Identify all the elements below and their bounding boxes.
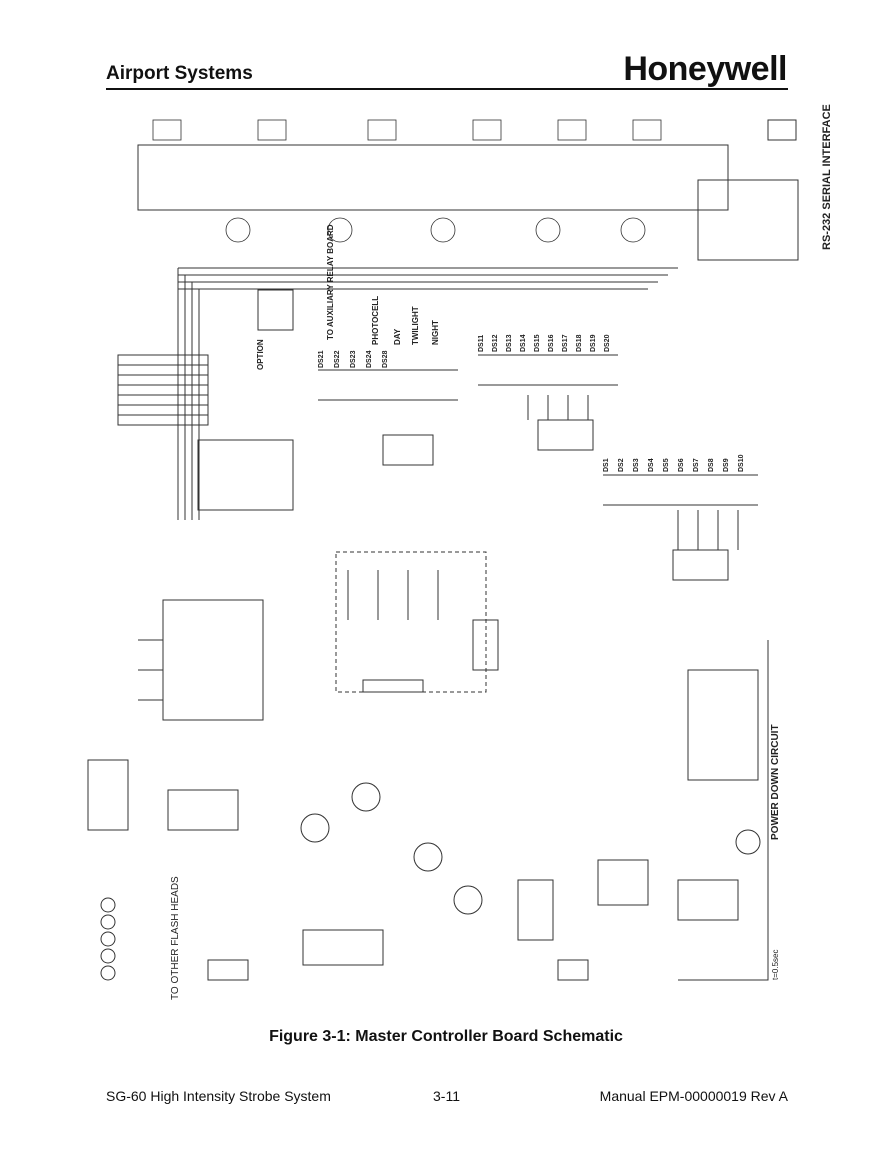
indicator-label-ds13: DS13 bbox=[506, 334, 513, 352]
label-aux-relay: TO AUXILIARY RELAY BOARD bbox=[326, 224, 335, 340]
label-photocell: PHOTOCELL bbox=[371, 296, 380, 345]
indicator-label-ds16: DS16 bbox=[548, 334, 555, 352]
indicator-label-ds11: DS11 bbox=[478, 335, 485, 352]
label-twilight: TWILIGHT bbox=[411, 306, 420, 345]
indicator-label-ds17: DS17 bbox=[562, 334, 569, 352]
indicator-label-ds6: DS6 bbox=[678, 458, 685, 472]
section-title: Airport Systems bbox=[106, 63, 253, 84]
indicator-label-ds9: DS9 bbox=[723, 458, 730, 472]
schematic-diagram: RS-232 SERIAL INTERFACE TO AUXILIARY REL… bbox=[87, 104, 833, 1000]
indicator-label-ds10: DS10 bbox=[738, 454, 745, 472]
indicator-label-ds28: DS28 bbox=[382, 350, 389, 368]
label-option: OPTION bbox=[256, 339, 265, 370]
figure-caption: Figure 3-1: Master Controller Board Sche… bbox=[269, 1028, 623, 1045]
indicator-label-ds12: DS12 bbox=[492, 334, 499, 352]
indicator-label-ds20: DS20 bbox=[604, 334, 611, 352]
label-power-down: POWER DOWN CIRCUIT bbox=[770, 724, 781, 840]
indicator-label-ds5: DS5 bbox=[663, 458, 670, 472]
footer-product: SG-60 High Intensity Strobe System bbox=[106, 1088, 331, 1104]
label-night: NIGHT bbox=[431, 320, 440, 345]
label-day: DAY bbox=[393, 328, 402, 345]
header-divider bbox=[106, 88, 788, 90]
label-t-value: t=0.5sec bbox=[771, 950, 780, 980]
indicator-label-ds14: DS14 bbox=[520, 334, 527, 352]
indicator-label-ds24: DS24 bbox=[366, 350, 373, 368]
honeywell-logo: Honeywell bbox=[623, 50, 787, 88]
indicator-label-ds4: DS4 bbox=[648, 458, 655, 472]
label-flash-heads: TO OTHER FLASH HEADS bbox=[170, 876, 181, 1000]
indicator-label-ds21: DS21 bbox=[318, 350, 325, 368]
indicator-label-ds1: DS1 bbox=[603, 458, 610, 472]
indicator-label-ds15: DS15 bbox=[534, 334, 541, 352]
indicator-label-ds18: DS18 bbox=[576, 334, 583, 352]
indicator-label-ds3: DS3 bbox=[633, 458, 640, 472]
indicator-label-ds8: DS8 bbox=[708, 458, 715, 472]
indicator-label-ds2: DS2 bbox=[618, 458, 625, 472]
indicator-label-ds22: DS22 bbox=[334, 350, 341, 368]
indicator-label-ds23: DS23 bbox=[350, 350, 357, 368]
indicator-label-ds7: DS7 bbox=[693, 458, 700, 472]
footer-page-number: 3-11 bbox=[433, 1088, 460, 1104]
label-rs232: RS-232 SERIAL INTERFACE bbox=[821, 104, 833, 250]
indicator-label-ds19: DS19 bbox=[590, 334, 597, 352]
footer-manual-id: Manual EPM-00000019 Rev A bbox=[599, 1088, 788, 1104]
